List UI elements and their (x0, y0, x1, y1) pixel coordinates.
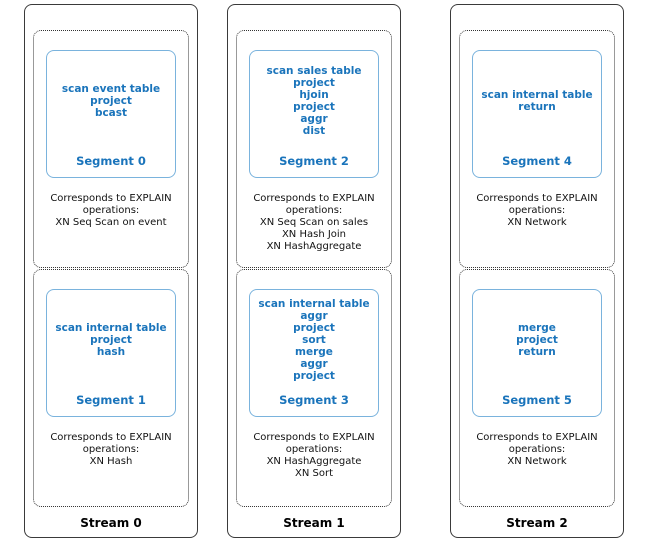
explain-line: operations: (508, 444, 566, 455)
explain-line: XN Hash Join (281, 229, 347, 240)
explain-line: operations: (508, 205, 566, 216)
segment-5-operations: merge project return (473, 290, 601, 390)
segment-1-label: Segment 1 (76, 393, 146, 407)
segment-op: scan sales table (266, 65, 362, 77)
segment-3-explain: Corresponds to EXPLAIN operations: XN Ha… (237, 432, 391, 480)
segment-5-label: Segment 5 (502, 393, 572, 407)
segment-4-container: scan internal table return Segment 4 Cor… (459, 30, 615, 268)
explain-line: Corresponds to EXPLAIN (253, 432, 375, 443)
explain-line: Corresponds to EXPLAIN (253, 193, 375, 204)
segment-2-label: Segment 2 (279, 154, 349, 168)
segment-op: aggr (300, 310, 328, 322)
segment-1-explain: Corresponds to EXPLAIN operations: XN Ha… (34, 432, 188, 468)
segment-4-explain: Corresponds to EXPLAIN operations: XN Ne… (460, 193, 614, 229)
explain-line: XN HashAggregate (266, 456, 362, 467)
segment-0-box: scan event table project bcast Segment 0 (46, 50, 176, 178)
segment-1-operations: scan internal table project hash (47, 290, 175, 390)
segment-op: sort (302, 334, 326, 346)
explain-line: operations: (82, 205, 140, 216)
segment-1-box: scan internal table project hash Segment… (46, 289, 176, 417)
segment-2-box: scan sales table project hjoin project a… (249, 50, 379, 178)
segment-3-label: Segment 3 (279, 393, 349, 407)
segment-2-container: scan sales table project hjoin project a… (236, 30, 392, 268)
segment-0-operations: scan event table project bcast (47, 51, 175, 151)
segment-op: scan internal table (55, 322, 167, 334)
explain-line: XN Seq Scan on event (55, 217, 167, 228)
explain-line: operations: (82, 444, 140, 455)
segment-op: scan event table (61, 83, 161, 95)
segment-0-explain: Corresponds to EXPLAIN operations: XN Se… (34, 193, 188, 229)
segment-op: project (293, 77, 335, 89)
segment-op: return (518, 101, 556, 113)
segment-0-container: scan event table project bcast Segment 0… (33, 30, 189, 268)
segment-op: hjoin (299, 89, 329, 101)
segment-op: project (293, 322, 335, 334)
explain-line: XN Hash (89, 456, 133, 467)
segment-op: aggr (300, 113, 328, 125)
segment-op: dist (302, 125, 326, 137)
explain-line: Corresponds to EXPLAIN (50, 193, 172, 204)
segment-1-container: scan internal table project hash Segment… (33, 269, 189, 507)
explain-line: operations: (285, 444, 343, 455)
stream-0-label: Stream 0 (80, 516, 142, 530)
explain-line: Corresponds to EXPLAIN (50, 432, 172, 443)
explain-line: Corresponds to EXPLAIN (476, 193, 598, 204)
segment-3-box: scan internal table aggr project sort me… (249, 289, 379, 417)
segment-4-box: scan internal table return Segment 4 (472, 50, 602, 178)
segment-4-label: Segment 4 (502, 154, 572, 168)
segment-op: scan internal table (258, 298, 370, 310)
segment-op: bcast (94, 107, 128, 119)
segment-op: project (90, 334, 132, 346)
segment-op: scan internal table (481, 89, 593, 101)
segment-5-container: merge project return Segment 5 Correspon… (459, 269, 615, 507)
segment-3-operations: scan internal table aggr project sort me… (250, 290, 378, 390)
segment-op: merge (295, 346, 333, 358)
segment-op: project (293, 370, 335, 382)
segment-op: merge (518, 322, 556, 334)
stream-2-label: Stream 2 (506, 516, 568, 530)
segment-op: project (516, 334, 558, 346)
segment-4-operations: scan internal table return (473, 51, 601, 151)
stream-2: scan internal table return Segment 4 Cor… (450, 4, 624, 538)
explain-line: Corresponds to EXPLAIN (476, 432, 598, 443)
explain-line: operations: (285, 205, 343, 216)
explain-line: XN Network (507, 456, 567, 467)
segment-5-box: merge project return Segment 5 (472, 289, 602, 417)
explain-line: XN Sort (294, 468, 333, 479)
segment-2-operations: scan sales table project hjoin project a… (250, 51, 378, 151)
explain-line: XN HashAggregate (266, 241, 362, 252)
segment-op: aggr (300, 358, 328, 370)
stream-0: scan event table project bcast Segment 0… (24, 4, 198, 538)
stream-1: scan sales table project hjoin project a… (227, 4, 401, 538)
explain-line: XN Seq Scan on sales (259, 217, 369, 228)
segment-op: hash (96, 346, 126, 358)
segment-op: return (518, 346, 556, 358)
segment-op: project (90, 95, 132, 107)
segment-0-label: Segment 0 (76, 154, 146, 168)
segment-5-explain: Corresponds to EXPLAIN operations: XN Ne… (460, 432, 614, 468)
segment-3-container: scan internal table aggr project sort me… (236, 269, 392, 507)
explain-line: XN Network (507, 217, 567, 228)
segment-op: project (293, 101, 335, 113)
segment-2-explain: Corresponds to EXPLAIN operations: XN Se… (237, 193, 391, 253)
stream-1-label: Stream 1 (283, 516, 345, 530)
